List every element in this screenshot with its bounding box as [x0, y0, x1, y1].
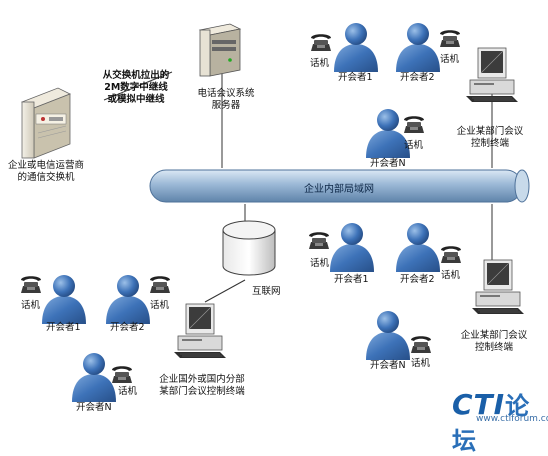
phone-upper-1-icon: [311, 34, 331, 51]
phone-upper-2-icon: [440, 30, 460, 47]
server-icon: [198, 23, 242, 77]
remote-terminal-line1: 企业国外或国内分部: [159, 374, 245, 385]
phone-left-n-label: 话机: [118, 386, 138, 397]
phone-lower-2-icon: [441, 246, 461, 263]
phone-upper-n-icon: [404, 116, 424, 133]
dept-terminal-top-label: 企业某部门会议 控制终端: [448, 126, 532, 150]
participant-left-2-icon: [106, 275, 150, 324]
remote-terminal-label: 企业国外或国内分部 某部门会议控制终端: [148, 374, 256, 398]
participant-upper-1-label: 开会者1: [338, 72, 373, 83]
dept-terminal-top-line2: 控制终端: [470, 138, 509, 149]
participant-lower-2-icon: [396, 223, 440, 272]
diagram-canvas: 企业内部局域网 企业或电信运营商 的通信交换机 从交换机拉出的 2M数字中继线 …: [8, 23, 548, 455]
trunk-label: 从交换机拉出的 2M数字中继线 或模拟中继线: [88, 70, 184, 106]
internet-cloud-icon: [222, 220, 276, 276]
phone-lower-n-label: 话机: [411, 358, 431, 369]
trunk-label-line1: 从交换机拉出的: [102, 70, 170, 81]
phone-upper-1-label: 话机: [310, 58, 330, 69]
lan-bus: [149, 169, 530, 203]
participant-left-1-icon: [42, 275, 86, 324]
phone-left-1-label: 话机: [21, 300, 41, 311]
remote-terminal-icon: [173, 303, 227, 359]
dept-terminal-top-icon: [465, 47, 519, 103]
phone-lower-1-label: 话机: [310, 258, 330, 269]
participant-lower-1-label: 开会者1: [334, 274, 369, 285]
participant-upper-n-label: 开会者N: [370, 158, 406, 169]
pbx-switch-icon: [21, 87, 71, 159]
participant-left-2-label: 开会者2: [110, 322, 145, 333]
participant-left-n-label: 开会者N: [76, 402, 112, 413]
dept-terminal-bottom-line2: 控制终端: [474, 342, 513, 353]
participant-upper-1-icon: [334, 23, 378, 72]
participant-left-1-label: 开会者1: [46, 322, 81, 333]
participant-lower-n-icon: [366, 311, 410, 360]
pbx-label-line2: 的通信交换机: [17, 172, 75, 183]
phone-upper-n-label: 话机: [404, 140, 424, 151]
participant-lower-2-label: 开会者2: [400, 274, 435, 285]
phone-left-2-label: 话机: [150, 300, 170, 311]
internet-remote-line: [204, 279, 246, 303]
phone-upper-2-label: 话机: [440, 54, 460, 65]
connection-lines: [103, 68, 493, 303]
trunk-line: [103, 71, 173, 101]
participant-upper-2-icon: [396, 23, 440, 72]
network-diagram: [21, 23, 530, 402]
phone-lower-2-label: 话机: [441, 270, 461, 281]
pbx-label-line1: 企业或电信运营商: [8, 160, 85, 171]
dept-terminal-top-line1: 企业某部门会议: [456, 126, 524, 137]
dept-terminal-bottom-icon: [471, 259, 525, 315]
server-label-line1: 电话会议系统: [197, 88, 255, 99]
trunk-label-line2: 2M数字中继线: [104, 82, 168, 93]
participant-left-n-icon: [72, 353, 116, 402]
trunk-label-line3: 或模拟中继线: [107, 94, 165, 105]
brand-latin: CTI: [452, 388, 506, 421]
participant-lower-1-icon: [330, 223, 374, 272]
server-label-line2: 服务器: [211, 100, 241, 111]
lan-label: 企业内部局域网: [304, 184, 374, 195]
phone-left-2-icon: [150, 276, 170, 293]
phone-lower-n-icon: [411, 336, 431, 353]
brand-url: www.ctiforum.com: [476, 414, 548, 424]
phone-left-1-icon: [21, 276, 41, 293]
phone-lower-1-icon: [309, 232, 329, 249]
phone-left-n-icon: [112, 366, 132, 383]
dept-terminal-bottom-label: 企业某部门会议 控制终端: [452, 330, 536, 354]
participant-lower-n-label: 开会者N: [370, 360, 406, 371]
remote-terminal-line2: 某部门会议控制终端: [159, 386, 245, 397]
server-label: 电话会议系统 服务器: [186, 88, 266, 112]
participant-upper-2-label: 开会者2: [400, 72, 435, 83]
dept-terminal-bottom-line1: 企业某部门会议: [460, 330, 528, 341]
pbx-label: 企业或电信运营商 的通信交换机: [8, 160, 84, 184]
internet-label: 互联网: [252, 286, 281, 297]
